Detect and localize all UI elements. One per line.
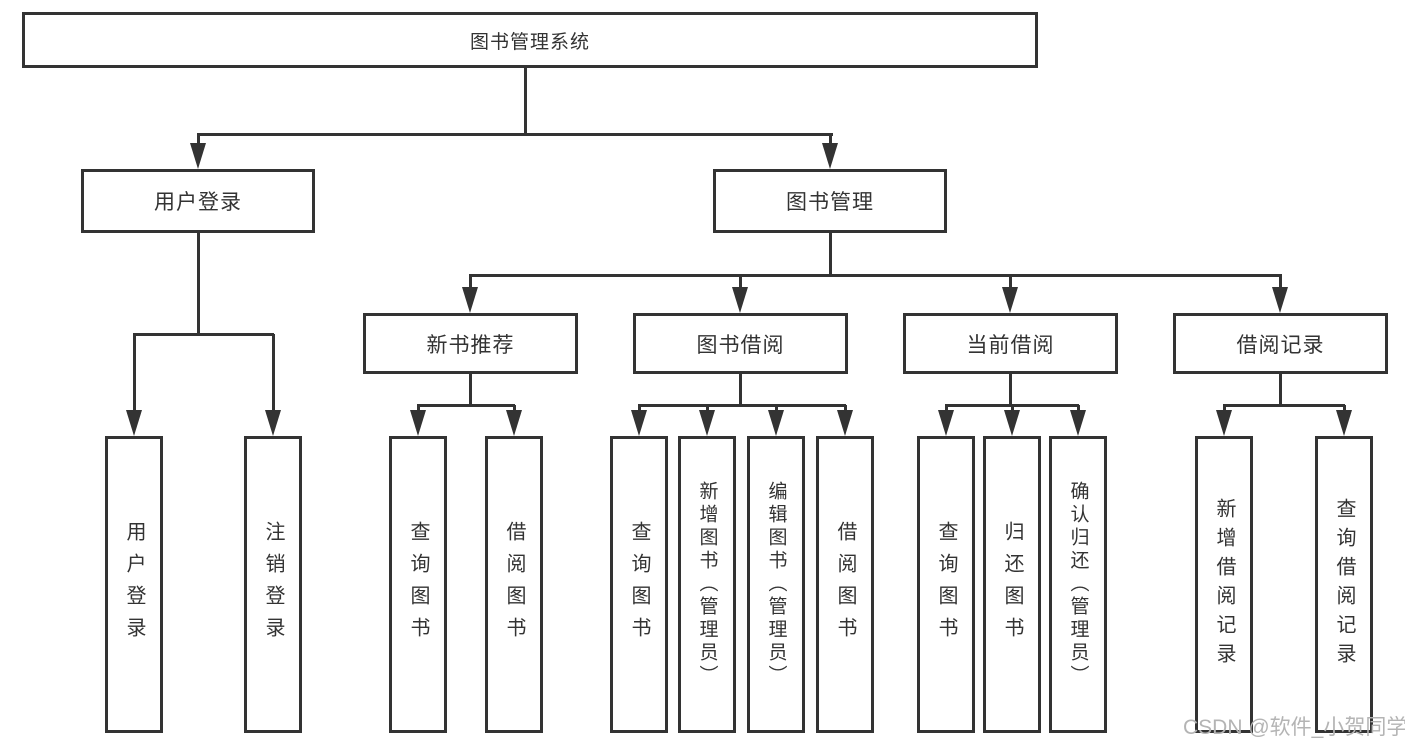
arrowhead-query-books-1-icon	[410, 410, 426, 436]
arrowhead-edit-books-admin-icon	[768, 410, 784, 436]
connector-drop-borrow-books-1	[513, 405, 516, 413]
arrowhead-leaf-user-login-icon	[126, 410, 142, 436]
leaf-query-books-1: 查询图书	[389, 436, 447, 733]
leaf-query-books-2: 查询图书	[610, 436, 668, 733]
connector-drop-query-books-1	[417, 405, 420, 413]
connector-drop-new-book-recommend	[469, 274, 472, 290]
arrowhead-book-management-icon	[822, 143, 838, 169]
arrowhead-return-books-icon	[1004, 410, 1020, 436]
connector-new-book-stem	[469, 372, 472, 406]
arrowhead-confirm-return-icon	[1070, 410, 1086, 436]
leaf-confirm-return-admin-label: 确认归还（管理员）	[1067, 481, 1089, 688]
node-borrow-record: 借阅记录	[1173, 313, 1388, 374]
node-book-management: 图书管理	[713, 169, 947, 233]
node-borrow-record-label: 借阅记录	[1236, 333, 1325, 357]
leaf-query-books-3: 查询图书	[917, 436, 975, 733]
connector-user-login-stem	[197, 231, 200, 335]
connector-drop-edit-books-admin	[775, 405, 778, 413]
node-book-borrow: 图书借阅	[633, 313, 848, 374]
connector-book-borrow-stem	[739, 372, 742, 406]
connector-drop-current-borrow	[1009, 274, 1012, 290]
leaf-query-books-1-label: 查询图书	[407, 520, 429, 649]
connector-drop-query-books-3	[945, 405, 948, 413]
arrowhead-borrow-books-1-icon	[506, 410, 522, 436]
connector-drop-leaf-user-login	[133, 334, 136, 412]
arrowhead-query-books-2-icon	[631, 410, 647, 436]
connector-drop-confirm-return	[1077, 405, 1080, 413]
connector-current-borrow-stem	[1009, 372, 1012, 406]
leaf-query-borrow-record: 查询借阅记录	[1315, 436, 1373, 733]
connector-drop-query-books-2	[638, 405, 641, 413]
arrowhead-leaf-logout-icon	[265, 410, 281, 436]
connector-drop-add-books-admin	[706, 405, 709, 413]
leaf-return-books: 归还图书	[983, 436, 1041, 733]
leaf-borrow-books-1: 借阅图书	[485, 436, 543, 733]
arrowhead-query-books-3-icon	[938, 410, 954, 436]
leaf-borrow-books-1-label: 借阅图书	[503, 520, 525, 649]
leaf-borrow-books-2-label: 借阅图书	[834, 520, 856, 649]
arrowhead-current-borrow-icon	[1002, 287, 1018, 313]
leaf-logout: 注销登录	[244, 436, 302, 733]
leaf-edit-books-admin-label: 编辑图书（管理员）	[765, 481, 787, 688]
node-new-book-recommend-label: 新书推荐	[426, 333, 515, 357]
connector-user-login-bar	[133, 333, 274, 336]
arrowhead-user-login-icon	[190, 143, 206, 169]
arrowhead-add-borrow-record-icon	[1216, 410, 1232, 436]
leaf-borrow-books-2: 借阅图书	[816, 436, 874, 733]
leaf-confirm-return-admin: 确认归还（管理员）	[1049, 436, 1107, 733]
leaf-logout-label: 注销登录	[262, 520, 284, 649]
watermark: CSDN @软件_小贺同学	[1183, 716, 1405, 739]
node-user-login: 用户登录	[81, 169, 315, 233]
connector-drop-add-borrow-record	[1223, 405, 1226, 413]
node-current-borrow: 当前借阅	[903, 313, 1118, 374]
leaf-add-borrow-record-label: 新增借阅记录	[1213, 497, 1235, 672]
connector-new-book-bar	[417, 404, 515, 407]
arrowhead-add-books-admin-icon	[699, 410, 715, 436]
leaf-edit-books-admin: 编辑图书（管理员）	[747, 436, 805, 733]
leaf-user-login-label: 用户登录	[123, 520, 145, 649]
leaf-return-books-label: 归还图书	[1001, 520, 1023, 649]
connector-borrow-record-stem	[1279, 372, 1282, 406]
connector-drop-query-borrow-record	[1343, 405, 1346, 413]
connector-book-management-stem	[829, 231, 832, 276]
connector-borrow-record-bar	[1223, 404, 1345, 407]
node-book-borrow-label: 图书借阅	[696, 333, 785, 357]
node-user-login-label: 用户登录	[154, 191, 242, 214]
arrowhead-borrow-books-2-icon	[837, 410, 853, 436]
leaf-add-books-admin-label: 新增图书（管理员）	[696, 481, 718, 688]
leaf-query-books-2-label: 查询图书	[628, 520, 650, 649]
arrowhead-borrow-record-icon	[1272, 287, 1288, 313]
connector-drop-borrow-books-2	[844, 405, 847, 413]
arrowhead-book-borrow-icon	[732, 287, 748, 313]
node-current-borrow-label: 当前借阅	[966, 333, 1055, 357]
node-root: 图书管理系统	[22, 12, 1038, 68]
connector-drop-book-borrow	[739, 274, 742, 290]
arrowhead-query-borrow-record-icon	[1336, 410, 1352, 436]
connector-drop-return-books	[1011, 405, 1014, 413]
leaf-user-login: 用户登录	[105, 436, 163, 733]
connector-root-stem	[524, 66, 527, 134]
connector-drop-borrow-record	[1279, 274, 1282, 290]
node-root-label: 图书管理系统	[469, 31, 590, 53]
leaf-add-borrow-record: 新增借阅记录	[1195, 436, 1253, 733]
node-book-management-label: 图书管理	[786, 191, 874, 214]
connector-book-borrow-bar	[638, 404, 846, 407]
leaf-query-books-3-label: 查询图书	[935, 520, 957, 649]
connector-root-bar	[197, 133, 833, 136]
node-new-book-recommend: 新书推荐	[363, 313, 578, 374]
leaf-query-borrow-record-label: 查询借阅记录	[1333, 497, 1355, 672]
connector-level3-bar	[469, 274, 1282, 277]
leaf-add-books-admin: 新增图书（管理员）	[678, 436, 736, 733]
arrowhead-new-book-recommend-icon	[462, 287, 478, 313]
connector-drop-leaf-logout	[272, 334, 275, 412]
